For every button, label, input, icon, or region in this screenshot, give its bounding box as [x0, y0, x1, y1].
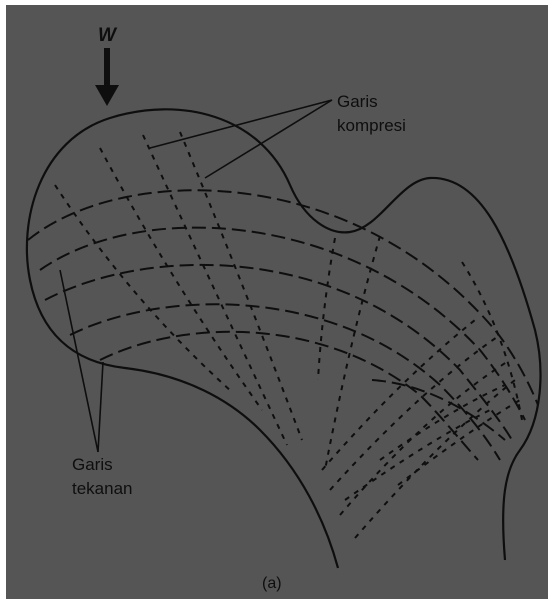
load-label: W [98, 26, 116, 45]
load-arrow-icon [95, 48, 119, 106]
compression-label-line1: Garis [337, 92, 378, 111]
tension-label-line2: tekanan [72, 479, 133, 498]
tension-label-line1: Garis [72, 455, 113, 474]
compression-lines [55, 132, 522, 538]
compression-label-line2: kompresi [337, 116, 406, 135]
tension-lines [28, 190, 538, 460]
figure-caption: (a) [262, 574, 282, 593]
femur-outline [27, 109, 541, 568]
